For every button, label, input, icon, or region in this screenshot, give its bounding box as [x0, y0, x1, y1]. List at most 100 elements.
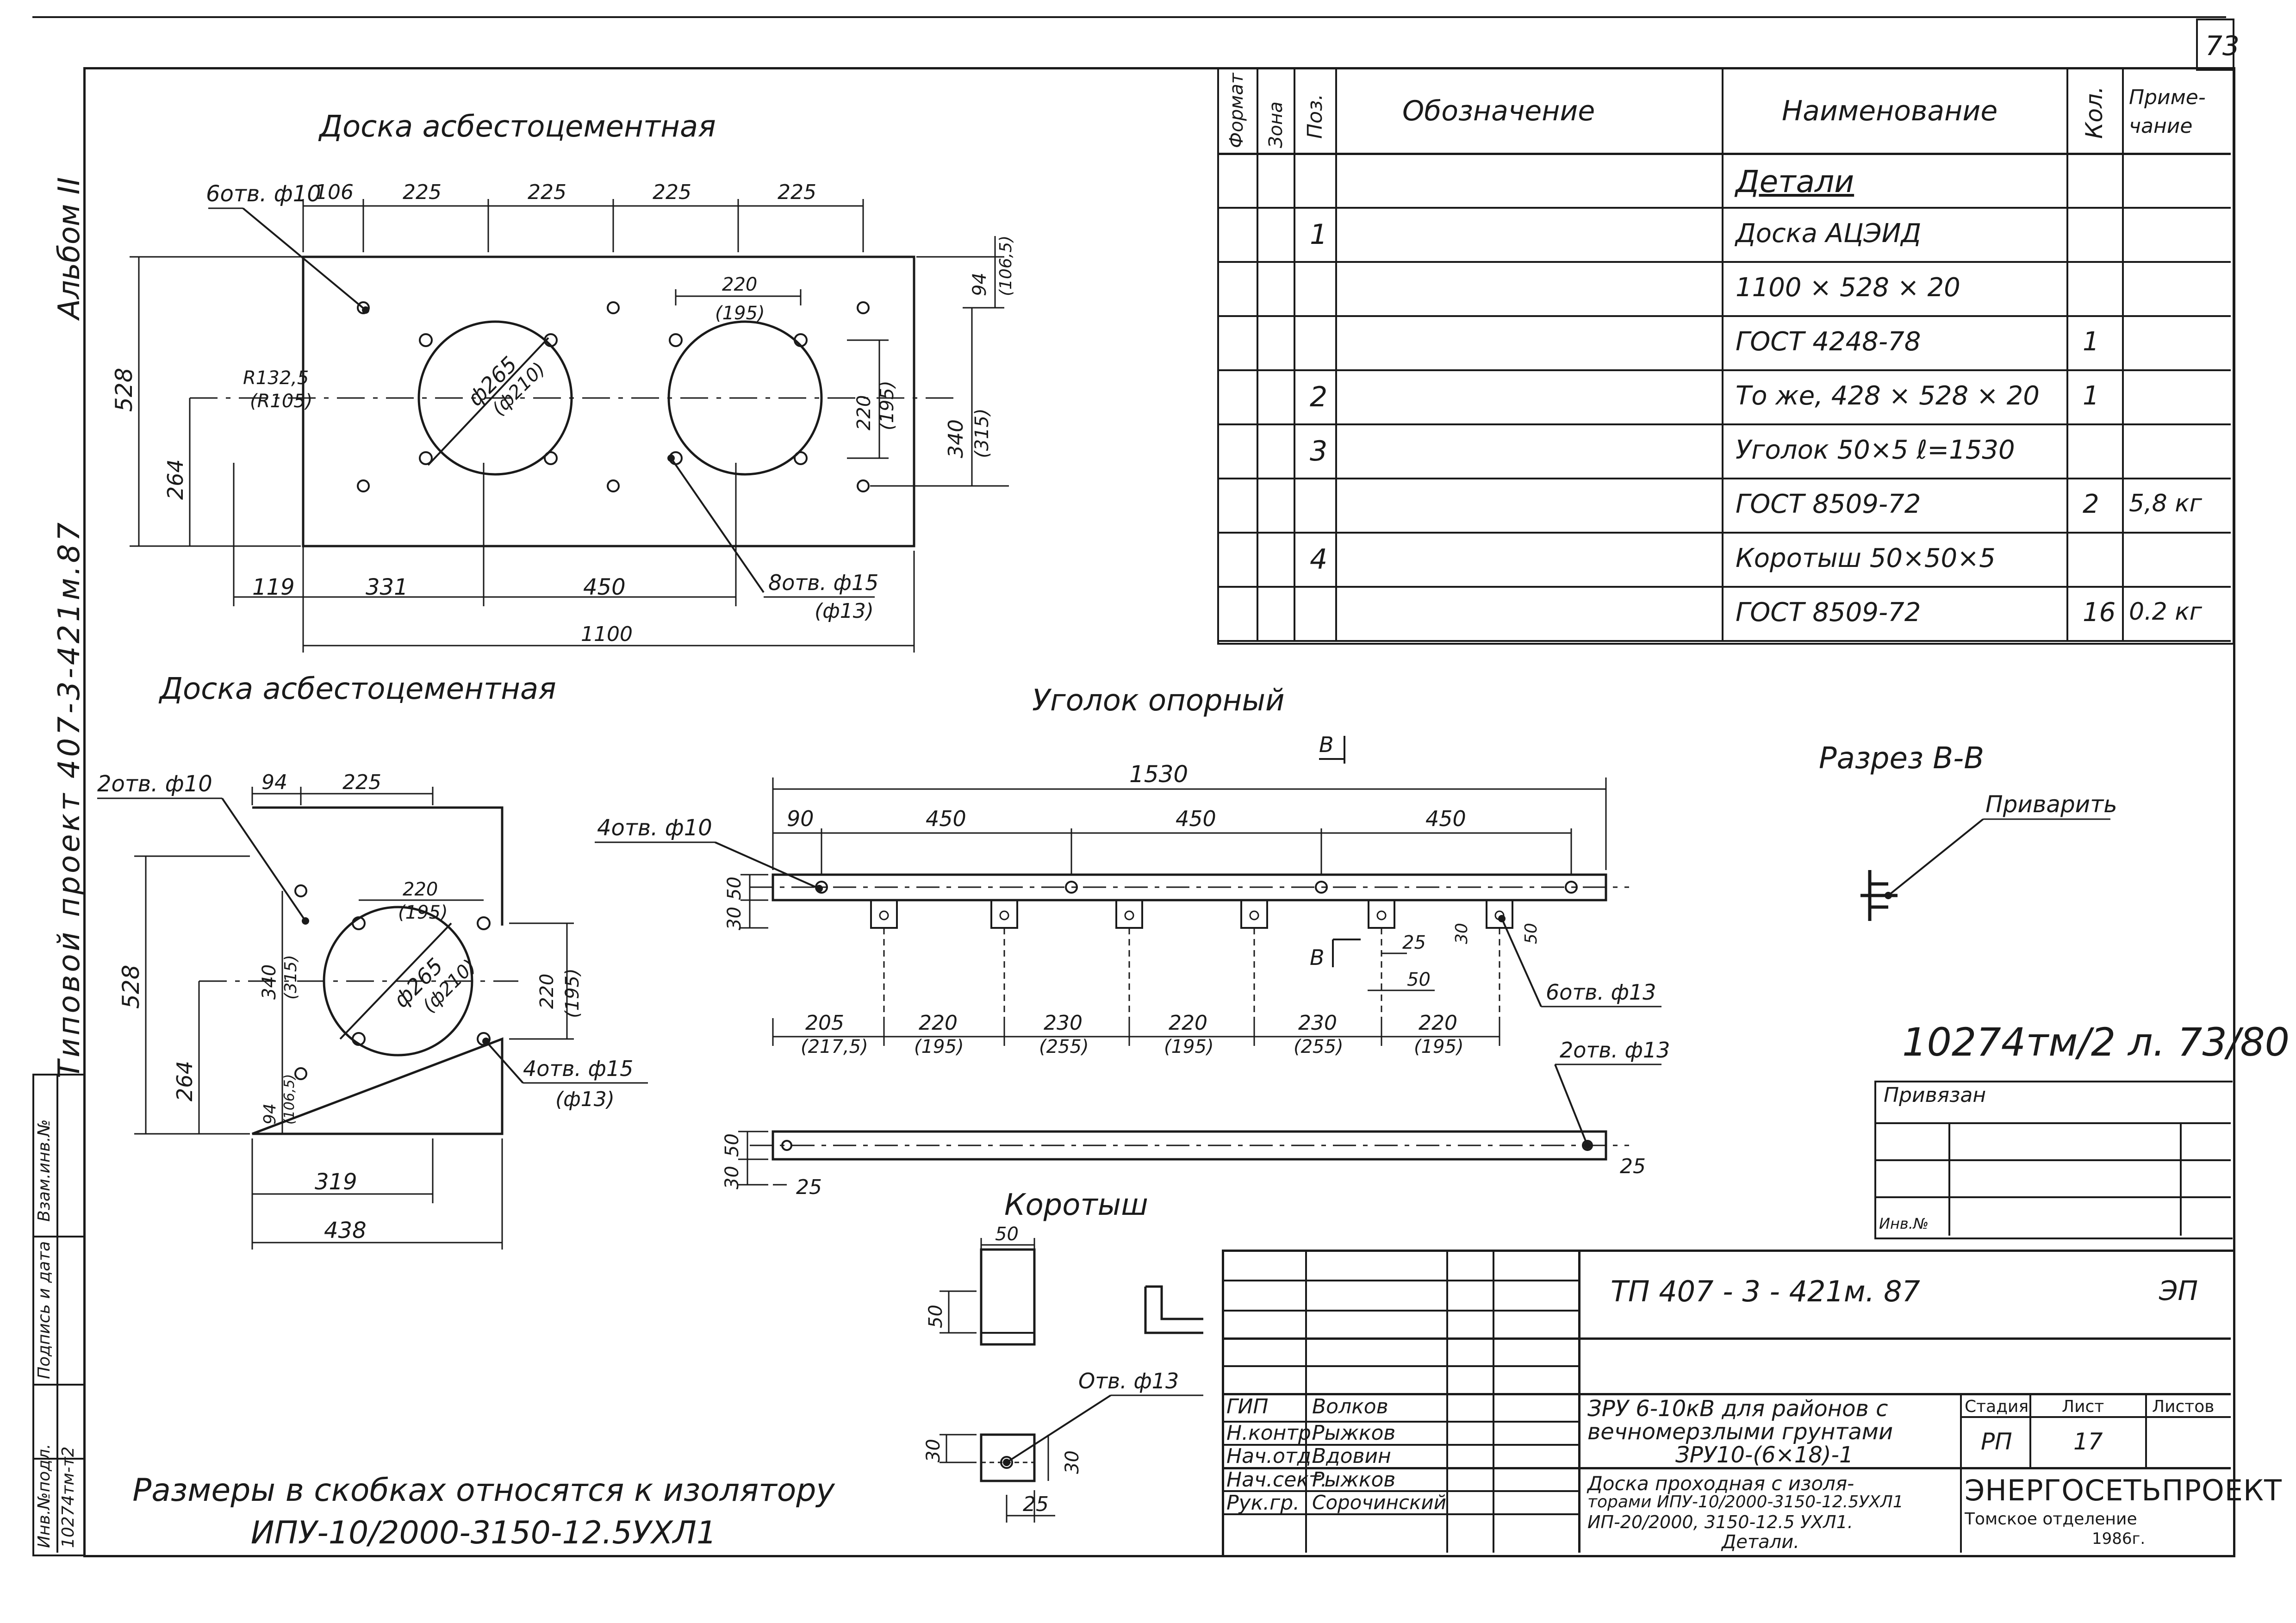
- angle-tab-hole: [879, 910, 889, 920]
- spec-qty-cell: 1: [2083, 327, 2099, 357]
- angle-tab: [1486, 899, 1513, 929]
- tb-name: Вдовин: [1312, 1444, 1391, 1468]
- spec-header-designation: Обозначение: [1402, 95, 1595, 127]
- board2-d195v: (195): [562, 968, 583, 1018]
- korotysh-d50: 50: [995, 1224, 1019, 1245]
- board1-hole-10: [607, 301, 620, 314]
- tb-name: Рыжков: [1312, 1468, 1396, 1492]
- angle-top-dim-label: 450: [926, 806, 966, 831]
- angle-plan-hole: [1582, 1140, 1593, 1151]
- binding-line: [1874, 1196, 2231, 1198]
- angle-tab: [990, 899, 1018, 929]
- board1-holes-a-leader: [242, 207, 367, 311]
- board1-hole-15: [544, 333, 558, 347]
- board1-holes-a: 6отв. ф10: [206, 181, 321, 207]
- angle-tab: [1115, 899, 1143, 929]
- angle-bottom-dim-label: 220: [1419, 1011, 1457, 1035]
- angle-hole-10: [1565, 881, 1578, 894]
- spec-name-cell: Коротыш 50×50×5: [1736, 543, 1996, 573]
- board1-hole-10: [857, 479, 870, 492]
- angle-total: 1530: [1129, 761, 1188, 788]
- tb-col: [2145, 1393, 2147, 1467]
- spec-name-cell: Детали: [1736, 164, 1854, 199]
- inventory-strip: [32, 1074, 85, 1556]
- board2-d94: 94: [261, 1103, 280, 1125]
- spec-header-note: Приме-чание: [2129, 86, 2206, 138]
- board1-d94: 94: [969, 273, 990, 296]
- tb-name: Сорочинский: [1312, 1491, 1447, 1514]
- leader-tip: [1885, 892, 1892, 899]
- tb-role: Н.контр.: [1226, 1421, 1318, 1445]
- tb-col: [1578, 1250, 1580, 1553]
- spec-row-line: [1217, 207, 2231, 209]
- korotysh-plan: [980, 1433, 1036, 1482]
- board1-top-dim-label: 225: [653, 180, 691, 204]
- spec-col-line: [2122, 67, 2124, 641]
- tb-row: [1222, 1393, 2231, 1395]
- tb-row: [1222, 1421, 1578, 1423]
- section-mark-bottom: В: [1310, 945, 1325, 970]
- tb-col: [2029, 1393, 2031, 1467]
- tb-role: Нач.сект.: [1226, 1468, 1327, 1492]
- spec-header-line: [1217, 153, 2231, 155]
- spec-name-cell: ГОСТ 8509-72: [1736, 489, 1921, 519]
- angle-bottom-dim-label: 230: [1044, 1011, 1083, 1035]
- spec-header-name: Наименование: [1782, 95, 1998, 127]
- tb-object-line: ЗРУ10-(6×18)-1: [1675, 1442, 1854, 1468]
- angle-bottom-dim2-label: (195): [1414, 1036, 1464, 1057]
- tb-col: [1446, 1250, 1448, 1553]
- spec-qty-cell: 1: [2083, 381, 2099, 411]
- angle-tab: [1368, 899, 1395, 929]
- section-weld-leader: [1887, 818, 1984, 896]
- board2-bottom-dim-label: 319: [315, 1169, 357, 1195]
- korotysh-hole-leader: [1006, 1394, 1112, 1463]
- leader-tip: [1584, 1142, 1591, 1149]
- spec-table-border: [1217, 67, 2234, 645]
- board2-d340: 340: [259, 964, 280, 1000]
- leader-tip: [815, 885, 823, 892]
- tb-code: ТП 407 - 3 - 421м. 87: [1611, 1275, 1920, 1308]
- board1-hole-10: [857, 301, 870, 314]
- board1-hole-10: [607, 479, 620, 492]
- drawing-frame: [83, 67, 2235, 1557]
- tb-col: [1305, 1250, 1307, 1553]
- board2-top-dim-label: 94: [261, 771, 287, 794]
- tb-col: [1493, 1250, 1494, 1553]
- board2-hole-15: [477, 1032, 491, 1046]
- binding-line: [1874, 1122, 2231, 1124]
- inventory-row-line: [32, 1384, 83, 1386]
- angle-tab: [1240, 899, 1268, 929]
- tb-col: [1960, 1393, 1962, 1553]
- spec-name-cell: ГОСТ 8509-72: [1736, 597, 1921, 628]
- board2-holes-a-leader: [221, 797, 306, 922]
- spec-qty-cell: 16: [2083, 597, 2116, 628]
- tb-name: Волков: [1312, 1395, 1388, 1418]
- title-block-border: [1222, 1250, 2233, 1555]
- top-trim-line: [32, 16, 2226, 18]
- spec-col-line: [1257, 67, 1258, 641]
- spec-note-cell: 0.2 кг: [2129, 598, 2202, 626]
- board1-hole-15: [544, 451, 558, 465]
- korotysh-title: Коротыш: [1004, 1188, 1148, 1222]
- board2-bottom-dim-label: 438: [324, 1218, 367, 1244]
- board1-hole-10: [357, 479, 370, 492]
- board1-holes-b2: (ф13): [815, 599, 874, 623]
- archive-stamp: 10274тм/2 л. 73/80: [1902, 1020, 2290, 1065]
- board2-holes-a: 2отв. ф10: [97, 771, 212, 797]
- spec-row-line: [1217, 369, 2231, 371]
- korotysh-d50v: 50: [925, 1305, 946, 1328]
- tb-sheet: 17: [2073, 1428, 2103, 1455]
- angle-d50v: 50: [1522, 923, 1541, 944]
- board1-hole-10: [357, 301, 370, 314]
- spec-row-line: [1217, 423, 2231, 425]
- tb-drawing-line: Доска проходная с изоля-: [1587, 1472, 1854, 1495]
- section-profile: [1860, 870, 1898, 921]
- general-note: Размеры в скобках относятся к изолятору …: [132, 1472, 835, 1551]
- sheet-number-box: [2196, 19, 2234, 71]
- tb-row: [1222, 1490, 1578, 1492]
- tb-sheet-code: ЭП: [2159, 1275, 2198, 1306]
- board1-title: Доска асбестоцементная: [318, 110, 716, 144]
- board2-d315: (315): [281, 955, 300, 1000]
- tb-role: Нач.отд.: [1226, 1444, 1318, 1468]
- board1-cutout-1: [417, 320, 573, 476]
